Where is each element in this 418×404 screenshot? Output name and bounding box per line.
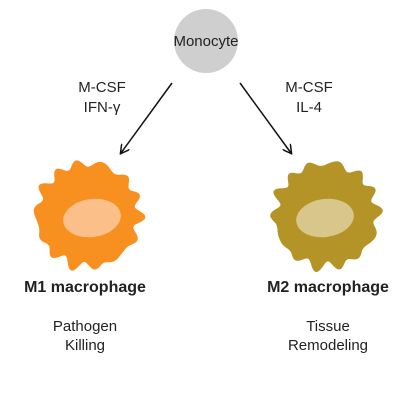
monocyte-label: Monocyte bbox=[173, 33, 239, 50]
arrow-to-m1 bbox=[121, 82, 173, 153]
m1-signal-mcsf: M-CSF bbox=[78, 79, 126, 96]
m2-title: M2 macrophage bbox=[267, 279, 389, 296]
m1-function-line-1: Pathogen bbox=[52, 318, 118, 335]
m1-nucleus bbox=[63, 198, 121, 238]
m2-function-line-2: Remodeling bbox=[287, 337, 369, 354]
m2-signal-mcsf: M-CSF bbox=[285, 79, 333, 96]
m1-title: M1 macrophage bbox=[24, 279, 146, 296]
m2-function-line-1: Tissue bbox=[306, 318, 350, 335]
m2-nucleus bbox=[296, 198, 354, 238]
m1-signal-ifn-gamma: IFN-γ bbox=[83, 99, 121, 116]
monocyte-cell bbox=[174, 9, 238, 73]
m2-signal-il4: IL-4 bbox=[296, 99, 322, 116]
m1-function-line-2: Killing bbox=[64, 337, 106, 354]
arrow-to-m2 bbox=[239, 82, 291, 153]
